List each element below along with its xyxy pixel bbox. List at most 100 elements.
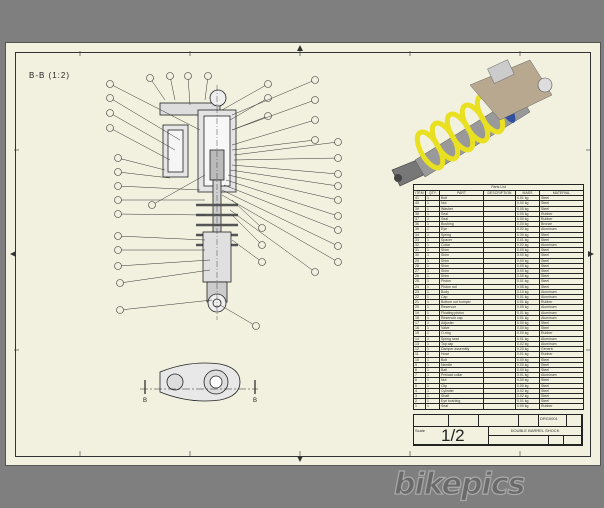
leader-line bbox=[225, 179, 339, 217]
leader-line bbox=[149, 77, 166, 101]
balloon bbox=[311, 76, 319, 84]
parts-cell: 1 bbox=[425, 403, 440, 410]
leader-line bbox=[227, 174, 339, 201]
balloon bbox=[264, 94, 272, 102]
leader-line bbox=[117, 235, 206, 241]
parts-header-cell: MATERIAL bbox=[539, 189, 584, 197]
border-ticks bbox=[14, 51, 591, 456]
balloon bbox=[334, 154, 342, 162]
leader-line bbox=[231, 199, 263, 229]
scale-label: Scale bbox=[415, 428, 426, 433]
balloon bbox=[264, 80, 272, 88]
leader-line bbox=[119, 269, 211, 284]
balloon bbox=[114, 168, 122, 176]
drawing-code: DRG0001 bbox=[540, 416, 558, 421]
balloon bbox=[258, 224, 266, 232]
balloon bbox=[114, 246, 122, 254]
drawing-title: DOUBLE BARREL SHOCK bbox=[510, 428, 560, 433]
leader-line bbox=[117, 185, 201, 191]
parts-cell: Seal bbox=[439, 403, 484, 410]
balloon bbox=[334, 196, 342, 204]
balloon bbox=[114, 182, 122, 190]
leader-line bbox=[229, 97, 269, 121]
parts-cell: 1 bbox=[413, 403, 426, 410]
balloon bbox=[311, 136, 319, 144]
parts-header-cell: ITEM bbox=[413, 189, 426, 197]
balloon-callouts bbox=[106, 72, 342, 330]
svg-text:bikepics: bikepics bbox=[394, 467, 525, 502]
shock-3d-render bbox=[391, 59, 553, 187]
balloon bbox=[311, 268, 319, 276]
balloon bbox=[116, 279, 124, 287]
balloon bbox=[311, 96, 319, 104]
balloon bbox=[334, 258, 342, 266]
balloon bbox=[334, 138, 342, 146]
parts-header-cell: DESCRIPTION bbox=[483, 189, 516, 197]
parts-cell: 0.00 kg bbox=[515, 403, 540, 410]
balloon bbox=[114, 154, 122, 162]
balloon bbox=[334, 170, 342, 178]
parts-cell bbox=[483, 403, 516, 410]
leader-line bbox=[117, 157, 166, 171]
leader-line bbox=[219, 304, 257, 327]
parts-cell: Rubber bbox=[539, 403, 584, 410]
balloon bbox=[106, 94, 114, 102]
bikepics-watermark-logo: bikepics bbox=[393, 466, 526, 502]
leader-line bbox=[231, 119, 316, 146]
balloon bbox=[146, 74, 154, 82]
leader-line bbox=[151, 174, 206, 206]
leader-line bbox=[109, 97, 181, 141]
balloon bbox=[114, 232, 122, 240]
balloon bbox=[334, 212, 342, 220]
leader-line bbox=[187, 75, 191, 106]
leader-line bbox=[233, 141, 339, 156]
leader-line bbox=[109, 83, 201, 131]
leader-line bbox=[221, 194, 339, 263]
balloon bbox=[114, 210, 122, 218]
leader-line bbox=[223, 184, 339, 231]
leader-line bbox=[231, 139, 316, 151]
balloon bbox=[334, 182, 342, 190]
section-view-label: B-B (1:2) bbox=[29, 71, 71, 80]
balloon bbox=[114, 262, 122, 270]
balloon bbox=[114, 196, 122, 204]
section-marker-right: B bbox=[253, 398, 257, 404]
balloon bbox=[166, 72, 174, 80]
leader-line bbox=[119, 299, 213, 311]
balloon bbox=[334, 242, 342, 250]
leader-line bbox=[169, 75, 176, 101]
balloon bbox=[106, 109, 114, 117]
shock-section-view bbox=[159, 85, 238, 320]
leader-line bbox=[117, 171, 171, 179]
balloon bbox=[311, 116, 319, 124]
balloon bbox=[258, 258, 266, 266]
balloon bbox=[148, 201, 156, 209]
balloon bbox=[252, 322, 260, 330]
leader-line bbox=[229, 169, 339, 187]
leader-line bbox=[229, 209, 316, 273]
leader-line bbox=[231, 214, 263, 246]
leader-line bbox=[231, 164, 339, 175]
leader-line bbox=[109, 127, 171, 161]
leader-line bbox=[204, 75, 209, 101]
section-b-view bbox=[140, 362, 258, 402]
scale-value: 1/2 bbox=[441, 427, 465, 445]
leader-line bbox=[233, 157, 339, 161]
leader-line bbox=[231, 99, 316, 131]
parts-list-title: Parts List bbox=[413, 184, 584, 190]
balloon bbox=[116, 306, 124, 314]
leader-line bbox=[221, 83, 269, 111]
leader-line bbox=[109, 112, 176, 151]
balloon bbox=[258, 241, 266, 249]
balloon bbox=[334, 226, 342, 234]
